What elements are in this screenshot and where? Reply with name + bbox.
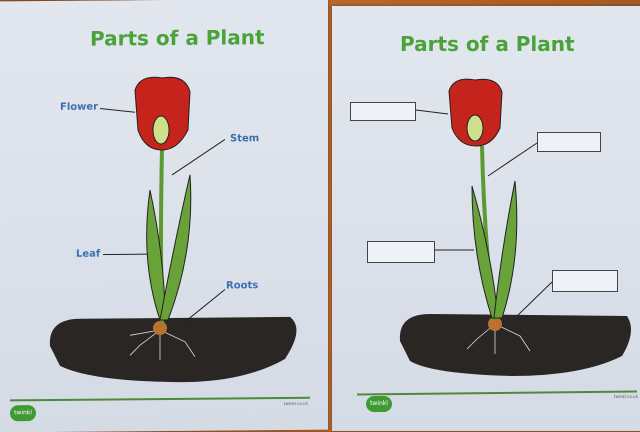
answer-box-flower[interactable] bbox=[350, 102, 416, 121]
plant-illustration bbox=[332, 6, 640, 431]
answer-box-leaf[interactable] bbox=[367, 241, 435, 263]
answer-box-stem[interactable] bbox=[537, 132, 601, 152]
soil bbox=[50, 317, 297, 383]
plant-illustration bbox=[0, 0, 328, 432]
label-roots: Roots bbox=[226, 280, 258, 291]
footer-url: twinkl.co.uk bbox=[614, 394, 638, 399]
answer-box-roots[interactable] bbox=[552, 270, 618, 292]
soil bbox=[400, 314, 631, 376]
footer-url: twinkl.co.uk bbox=[284, 401, 308, 406]
label-flower: Flower bbox=[60, 102, 98, 113]
worksheet-blank: Parts of a Plant twinkl twinkl.co.uk bbox=[332, 6, 640, 431]
twinkl-logo: twinkl bbox=[10, 405, 36, 421]
worksheet-labelled: Parts of a Plant Flower Stem Leaf Roots … bbox=[0, 0, 328, 432]
label-leaf: Leaf bbox=[76, 249, 100, 260]
label-stem: Stem bbox=[230, 133, 259, 144]
twinkl-logo: twinkl bbox=[366, 396, 392, 412]
